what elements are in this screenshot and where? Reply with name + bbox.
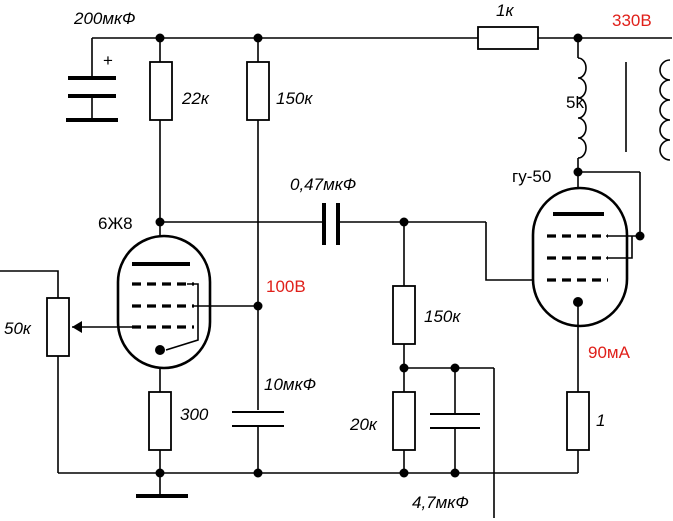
- coupling-capacitor-label: 0,47мкФ: [290, 175, 356, 194]
- cathode-resistor-label: 300: [180, 405, 209, 424]
- bias-capacitor: [430, 368, 480, 473]
- cathode-resistor-300: [136, 391, 188, 498]
- output-tube: [531, 167, 645, 392]
- filter-capacitor-label: 200мкФ: [73, 9, 136, 28]
- output-tube-label: гу-50: [512, 167, 551, 186]
- screen-resistor-150k: [246, 38, 270, 410]
- anode-resistor-label: 22к: [181, 89, 210, 108]
- anode-current-label: 90мА: [588, 343, 631, 362]
- series-resistor-1k: [477, 26, 539, 50]
- sense-resistor-label: 1: [596, 411, 605, 430]
- screen-capacitor: [232, 411, 284, 473]
- ground-rail: [58, 468, 578, 478]
- screen-capacitor-label: 10мкФ: [264, 375, 316, 394]
- pot-label: 50к: [4, 319, 32, 338]
- supply-rail: [92, 33, 672, 43]
- volume-pot: [0, 270, 132, 473]
- bias-capacitor-label: 4,7мкФ: [412, 493, 469, 512]
- bias-resistor-20k: [392, 391, 416, 473]
- bias-resistor-label: 20к: [349, 415, 378, 434]
- plus-sign: +: [103, 51, 113, 70]
- grid-resistor-150k: [392, 222, 495, 518]
- screen-voltage-label: 100В: [266, 277, 306, 296]
- input-tube: [116, 222, 258, 392]
- output-transformer: [577, 38, 671, 172]
- input-tube-label: 6Ж8: [98, 214, 133, 233]
- coupling-network: [155, 203, 540, 281]
- sense-resistor-1: [566, 391, 590, 473]
- transformer-label: 5k: [566, 93, 584, 112]
- grid-resistor-label: 150к: [424, 307, 461, 326]
- series-resistor-label: 1к: [496, 1, 514, 20]
- supply-voltage-label: 330В: [612, 11, 652, 30]
- filter-capacitor: +: [66, 38, 118, 122]
- anode-resistor-22k: [149, 38, 173, 222]
- screen-resistor-label: 150к: [276, 89, 313, 108]
